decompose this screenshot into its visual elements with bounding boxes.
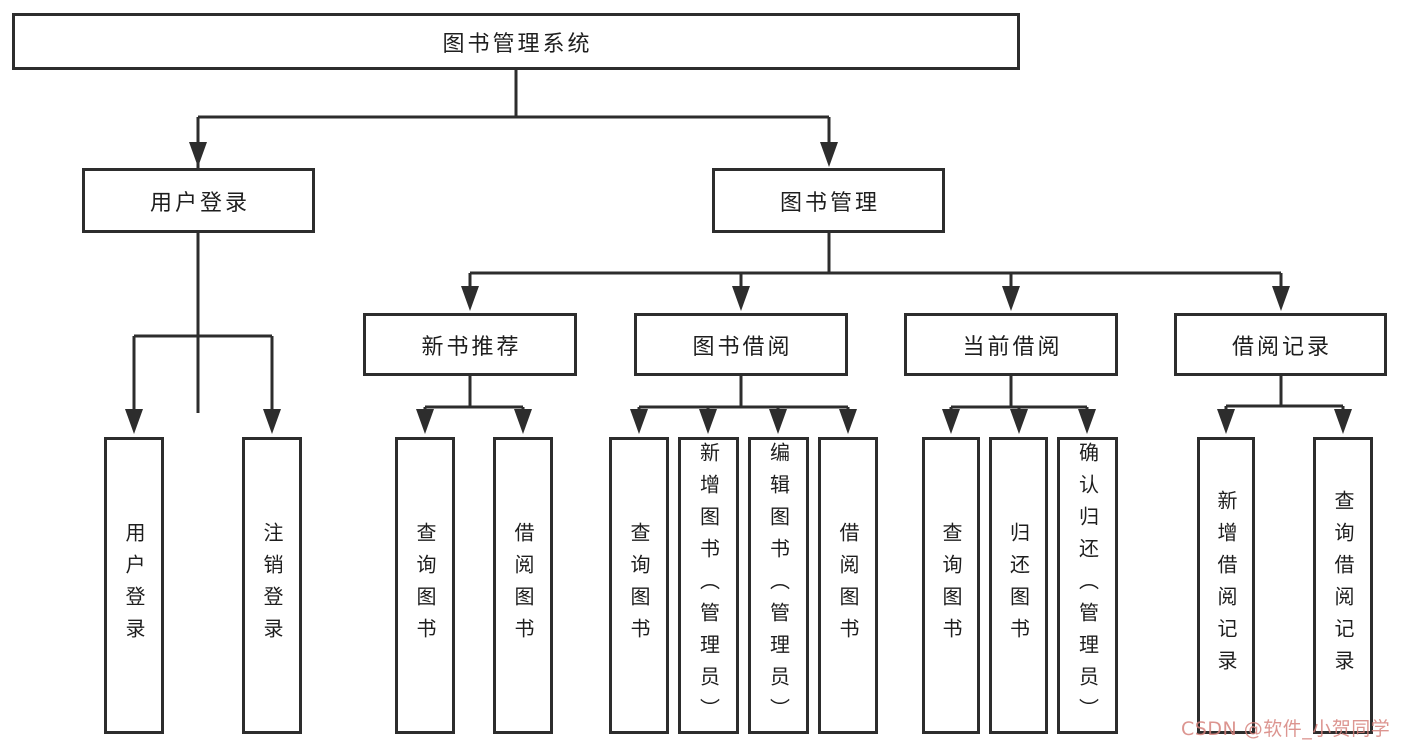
leaf-borrow-add-book-admin: 新增图书（管理员） — [678, 437, 739, 734]
leaf-borrow-borrow-book: 借阅图书 — [818, 437, 878, 734]
node-borrow-records-label: 借阅记录 — [1231, 334, 1332, 360]
leaf-user-login: 用户登录 — [104, 437, 164, 734]
node-borrow-records: 借阅记录 — [1174, 313, 1387, 376]
leaf-current-return-book: 归还图书 — [989, 437, 1048, 734]
leaf-borrow-query-book: 查询图书 — [609, 437, 669, 734]
leaf-current-confirm-return-admin: 确认归还（管理员） — [1057, 437, 1118, 734]
node-book-management-label: 图书管理 — [779, 190, 880, 216]
arrowheads — [125, 142, 1352, 434]
leaf-borrow-edit-book-admin: 编辑图书（管理员） — [748, 437, 809, 734]
csdn-watermark: CSDN @软件_小贺同学 — [1181, 718, 1391, 740]
leaf-records-query-record: 查询借阅记录 — [1313, 437, 1373, 734]
leaf-recommend-borrow-book: 借阅图书 — [493, 437, 553, 734]
node-book-borrow-label: 图书借阅 — [692, 334, 793, 360]
node-book-management: 图书管理 — [712, 168, 945, 233]
leaf-borrow-edit-book-admin-label: 编辑图书（管理员） — [766, 441, 791, 730]
node-user-login: 用户登录 — [82, 168, 315, 233]
leaf-records-add-record-label: 新增借阅记录 — [1214, 489, 1238, 682]
branch-book-mgmt — [468, 233, 1283, 289]
node-new-book-recommend-label: 新书推荐 — [421, 334, 522, 360]
node-root-label: 图书管理系统 — [442, 31, 593, 57]
branch-book-borrow — [637, 376, 850, 413]
leaf-current-query-book: 查询图书 — [922, 437, 980, 734]
branch-borrow-records — [1224, 376, 1345, 413]
leaf-borrow-add-book-admin-label: 新增图书（管理员） — [696, 441, 721, 730]
leaf-recommend-borrow-book-label: 借阅图书 — [511, 521, 535, 650]
leaf-records-add-record: 新增借阅记录 — [1197, 437, 1255, 734]
leaf-user-login-label: 用户登录 — [122, 521, 146, 650]
leaf-logout: 注销登录 — [242, 437, 302, 734]
leaf-current-confirm-return-admin-label: 确认归还（管理员） — [1075, 441, 1100, 730]
node-book-borrow: 图书借阅 — [634, 313, 848, 376]
leaf-borrow-borrow-book-label: 借阅图书 — [836, 521, 860, 650]
branch-current-borrow — [949, 376, 1089, 413]
leaf-recommend-query-book-label: 查询图书 — [413, 521, 437, 650]
branch-root — [196, 70, 831, 413]
node-new-book-recommend: 新书推荐 — [363, 313, 577, 376]
node-root: 图书管理系统 — [12, 13, 1020, 70]
leaf-records-query-record-label: 查询借阅记录 — [1331, 489, 1355, 682]
node-current-borrow: 当前借阅 — [904, 313, 1118, 376]
node-current-borrow-label: 当前借阅 — [962, 334, 1063, 360]
branch-new-book-rec — [423, 376, 525, 413]
branch-user-login — [132, 233, 274, 412]
node-user-login-label: 用户登录 — [149, 190, 250, 216]
leaf-recommend-query-book: 查询图书 — [395, 437, 455, 734]
leaf-borrow-query-book-label: 查询图书 — [627, 521, 651, 650]
leaf-current-query-book-label: 查询图书 — [939, 521, 963, 650]
leaf-logout-label: 注销登录 — [260, 521, 284, 650]
leaf-current-return-book-label: 归还图书 — [1006, 521, 1031, 650]
